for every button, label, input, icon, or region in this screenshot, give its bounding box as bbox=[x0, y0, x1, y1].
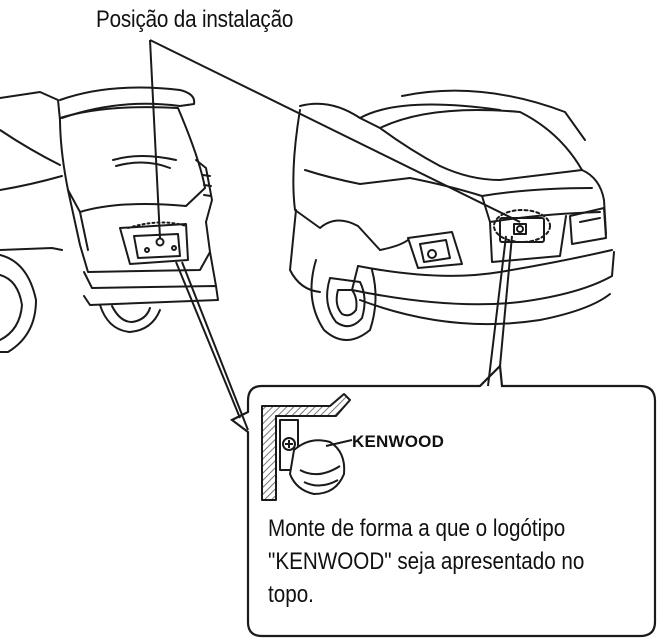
installation-position-title: Posição da instalação bbox=[96, 6, 294, 33]
note-line-2: "KENWOOD" seja apresentado no bbox=[268, 548, 585, 575]
callout-box bbox=[229, 363, 657, 638]
rear-camera-icon bbox=[261, 393, 353, 501]
note-line-3: topo. bbox=[268, 581, 314, 608]
hatchback-car-icon bbox=[0, 86, 219, 353]
kenwood-logo-label: KENWOOD bbox=[352, 432, 445, 451]
sedan-car-icon bbox=[289, 89, 615, 341]
callout-pointers bbox=[175, 235, 513, 431]
note-line-1: Monte de forma a que o logótipo bbox=[268, 515, 566, 542]
leader-lines bbox=[149, 39, 521, 239]
mounting-note: Monte de forma a que o logótipo "KENWOOD… bbox=[268, 512, 585, 611]
